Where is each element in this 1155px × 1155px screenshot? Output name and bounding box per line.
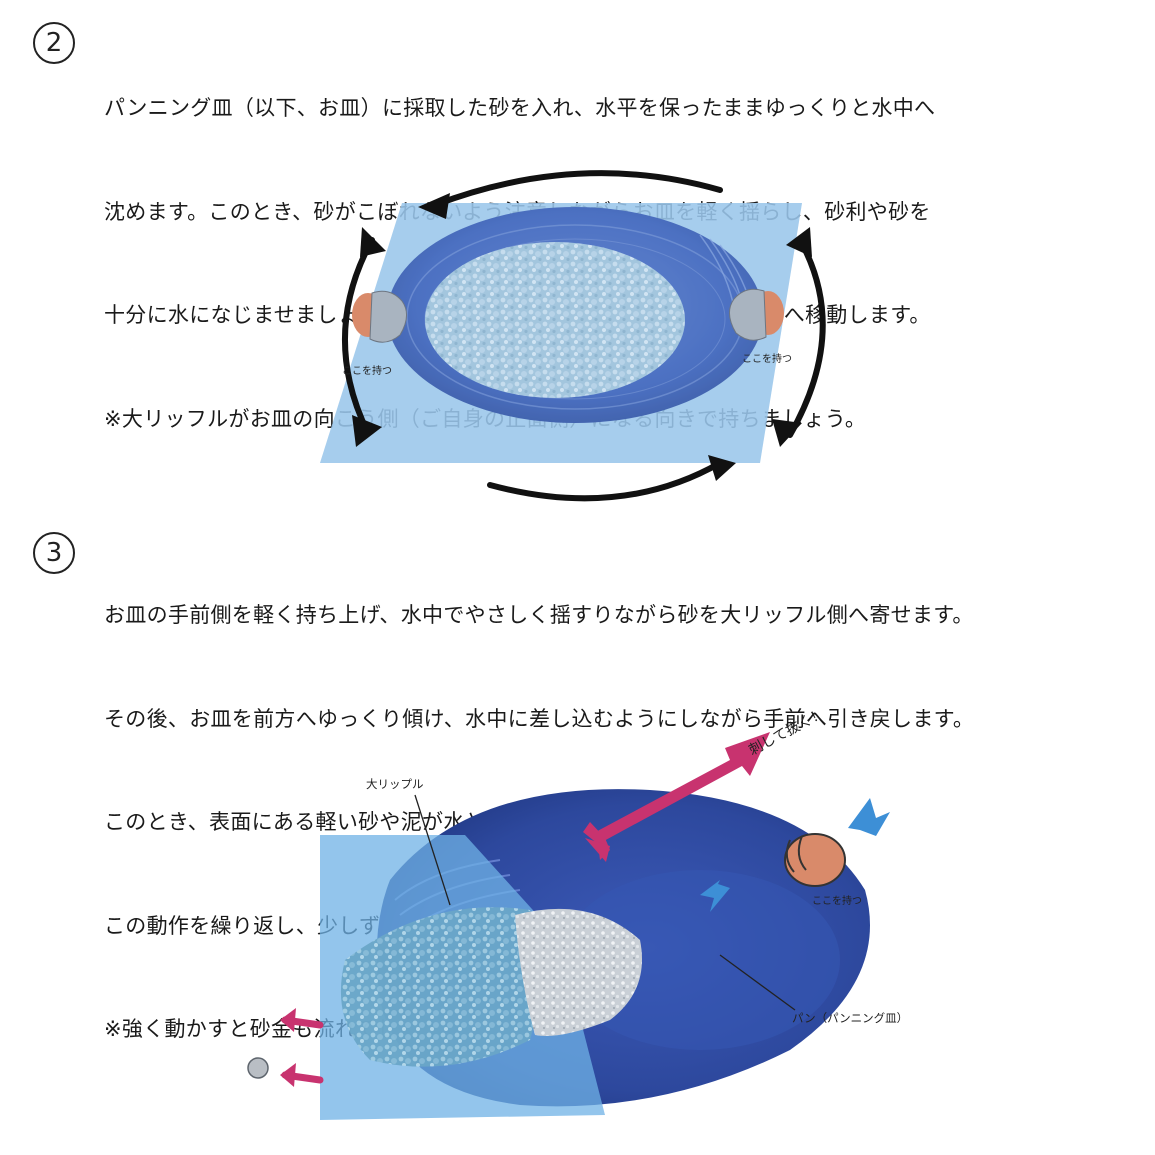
pebble [247, 1057, 269, 1079]
step-2-number-text: 2 [45, 28, 63, 58]
insert-double-arrow [583, 732, 770, 862]
step-2-number: 2 [33, 22, 75, 64]
step-3-number-text: 3 [45, 538, 63, 568]
large-riffle-label: 大リップル [366, 777, 424, 791]
sand-gravel [425, 242, 685, 398]
step-2-illustration [320, 170, 826, 502]
light-sand [515, 908, 642, 1036]
hold-here-label: ここを持つ [812, 896, 862, 907]
step-2-line: パンニング皿（以下、お皿）に採取した砂を入れ、水平を保ったままゆっくりと水中へ [104, 96, 936, 120]
step-3-number: 3 [33, 532, 75, 574]
right-hand-icon [729, 288, 784, 341]
hand-icon [784, 833, 846, 887]
pan-label: パン（パンニング皿） [792, 1011, 909, 1025]
hold-here-right-label: ここを持つ [742, 354, 792, 365]
step-3-line: その後、お皿を前方へゆっくり傾け、水中に差し込むようにしながら手前へ引き戻します… [104, 706, 975, 731]
left-hand-icon [352, 290, 407, 343]
gravel-pile [340, 907, 540, 1067]
step-3-line: お皿の手前側を軽く持ち上げ、水中でやさしく揺すりながら砂を大リッフル側へ寄せます… [104, 603, 974, 627]
shake-arrows [341, 170, 826, 502]
lift-arrows [700, 798, 890, 912]
hold-here-left-label: ここを持つ [342, 366, 392, 377]
step-3-illustration [247, 732, 890, 1120]
